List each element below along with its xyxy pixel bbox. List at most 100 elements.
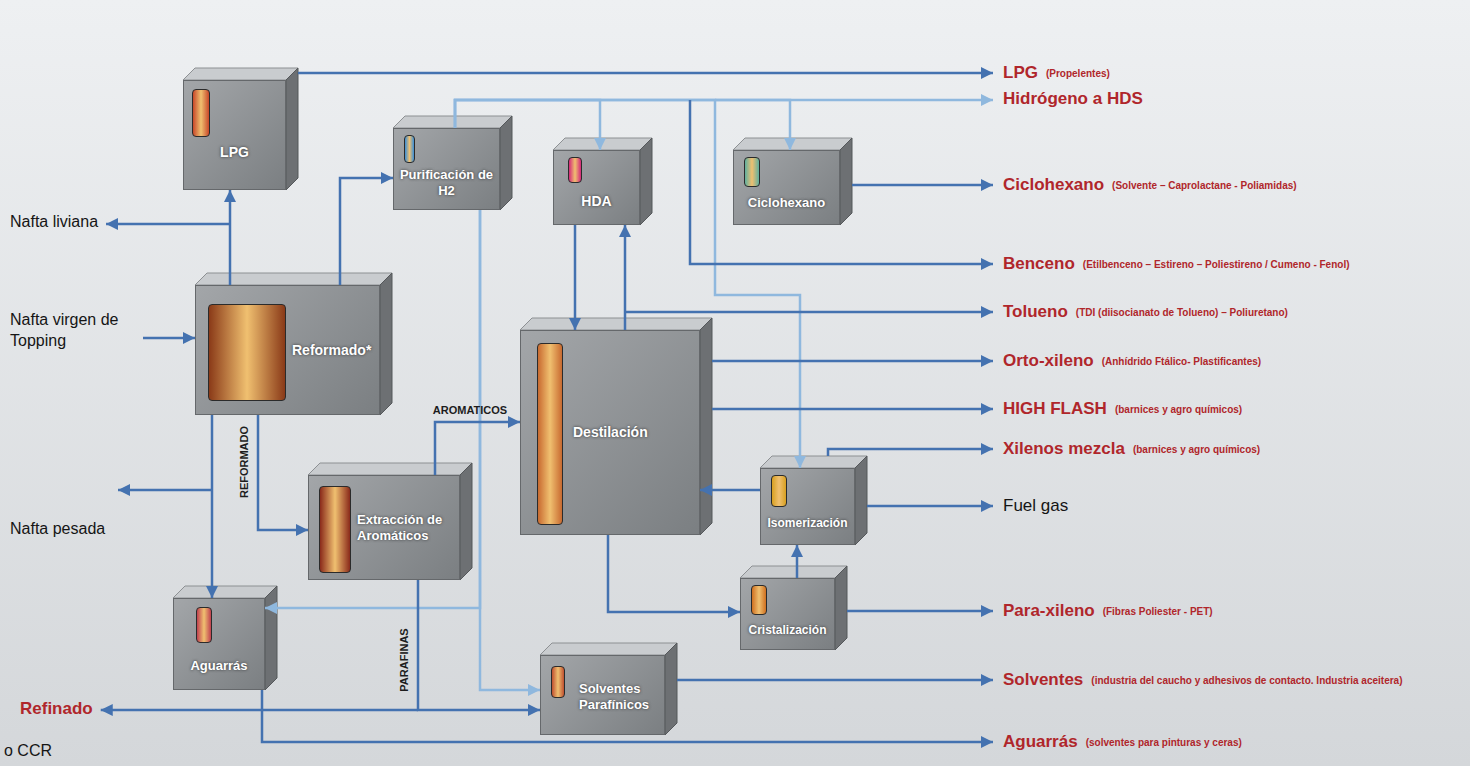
- unit-icon: [537, 343, 563, 525]
- box-top-face: [553, 138, 652, 150]
- product-arrow: [106, 223, 230, 226]
- unit-icon: [551, 666, 565, 698]
- product-name: Solventes: [1003, 670, 1083, 690]
- product-name: Refinado: [20, 699, 93, 719]
- unit-icon: [319, 486, 351, 573]
- box-label: Isomerización: [765, 516, 850, 530]
- flow-arrow: [340, 178, 393, 285]
- box-side-face: [665, 643, 677, 735]
- product-arrow: [867, 505, 993, 508]
- unit-icon: [208, 304, 286, 401]
- product-use: (barnices y agro químicos): [1115, 404, 1242, 417]
- product-use: (solventes para pinturas y ceras): [1086, 737, 1242, 750]
- product-use: (Propelentes): [1046, 68, 1110, 81]
- box-label: Ciclohexano: [738, 195, 835, 211]
- product-name: Ciclohexano: [1003, 175, 1104, 195]
- box-side-face: [835, 566, 847, 650]
- product-name: Para-xileno: [1003, 601, 1095, 621]
- box-faces: [173, 68, 867, 735]
- product-name: Xilenos mezcla: [1003, 439, 1125, 459]
- product-name: LPG: [1003, 63, 1038, 83]
- box-side-face: [265, 586, 277, 690]
- process-box: Ciclohexano: [733, 150, 840, 225]
- stream-tag: PARAFINAS: [398, 628, 410, 691]
- process-box: Cristalización: [740, 578, 835, 650]
- unit-icon: [771, 475, 787, 507]
- product-name: Tolueno: [1003, 302, 1068, 322]
- stream-label: Nafta virgen de Topping: [10, 310, 135, 352]
- box-side-face: [840, 138, 852, 225]
- box-label: Cristalización: [745, 623, 830, 637]
- product-arrow: [712, 360, 993, 363]
- product-arrow: [118, 489, 212, 492]
- box-top-face: [520, 318, 712, 330]
- box-label: Reformado*: [292, 342, 371, 359]
- process-box: HDA: [553, 150, 640, 225]
- product-use: (TDI (diisocianato de Tolueno) – Poliure…: [1076, 307, 1288, 320]
- product-arrow: [298, 72, 993, 75]
- box-side-face: [286, 68, 298, 190]
- box-label: LPG: [190, 144, 279, 161]
- product-name: Aguarrás: [1003, 732, 1078, 752]
- box-top-face: [740, 566, 847, 578]
- box-top-face: [308, 463, 472, 475]
- stream-label: Nafta pesada: [10, 520, 105, 538]
- box-top-face: [393, 116, 512, 128]
- flow-arrow: [700, 489, 760, 492]
- box-label: Aguarrás: [178, 658, 260, 674]
- product-arrow: [715, 99, 993, 102]
- box-label: Destilación: [573, 424, 691, 441]
- product-arrow: [828, 449, 993, 456]
- product-use: (Solvente – Caprolactane - Poliamidas): [1112, 180, 1297, 193]
- stream-label: Nafta liviana: [10, 213, 98, 231]
- product-use: (Fibras Poliester - PET): [1103, 606, 1213, 619]
- product-arrow: [677, 679, 993, 682]
- unit-icon: [751, 585, 767, 615]
- product-arrow: [847, 610, 993, 613]
- flow-arrow: [211, 415, 214, 598]
- stream-label: o CCR: [4, 742, 52, 760]
- product-name: Benceno: [1003, 254, 1075, 274]
- flow-arrow: [455, 100, 790, 150]
- product-use: (Anhídrido Ftálico- Plastificantes): [1102, 356, 1261, 369]
- product-name: Hidrógeno a HDS: [1003, 89, 1143, 109]
- flow-arrow: [229, 190, 232, 285]
- flow-arrow: [418, 580, 540, 710]
- box-top-face: [195, 273, 392, 285]
- process-box: Isomerización: [760, 468, 855, 545]
- stream-tag: AROMATICOS: [433, 404, 507, 416]
- box-side-face: [460, 463, 472, 580]
- product-arrow: [712, 408, 993, 411]
- box-side-face: [855, 456, 867, 545]
- unit-icon: [196, 607, 212, 643]
- stream-tag: REFORMADO: [238, 426, 250, 498]
- box-label: Solventes Parafínicos: [579, 681, 660, 712]
- box-top-face: [173, 586, 277, 598]
- product-arrow: [143, 337, 195, 340]
- process-box: LPG: [183, 80, 286, 190]
- unit-icon: [568, 157, 582, 183]
- box-side-face: [380, 273, 392, 415]
- product-use: (Etilbenceno – Estireno – Poliestireno /…: [1083, 259, 1350, 272]
- box-label: HDA: [559, 193, 634, 210]
- flow-arrow: [435, 422, 520, 475]
- flow-arrow: [624, 225, 627, 330]
- box-side-face: [700, 318, 712, 535]
- box-side-face: [640, 138, 652, 225]
- unit-icon: [744, 157, 760, 187]
- flow-arrow: [796, 545, 799, 578]
- box-top-face: [540, 643, 677, 655]
- process-box: Reformado*: [195, 285, 380, 415]
- product-name: HIGH FLASH: [1003, 399, 1107, 419]
- flow-arrow: [608, 535, 740, 612]
- box-top-face: [733, 138, 852, 150]
- box-label: Extracción de Aromáticos: [357, 512, 453, 543]
- process-box: Extracción de Aromáticos: [308, 475, 460, 580]
- product-use: (barnices y agro químicos): [1133, 444, 1260, 457]
- box-side-face: [500, 116, 512, 210]
- product-use: (industria del caucho y adhesivos de con…: [1091, 675, 1402, 688]
- box-top-face: [183, 68, 298, 80]
- unit-icon: [192, 89, 210, 137]
- process-box: Aguarrás: [173, 598, 265, 690]
